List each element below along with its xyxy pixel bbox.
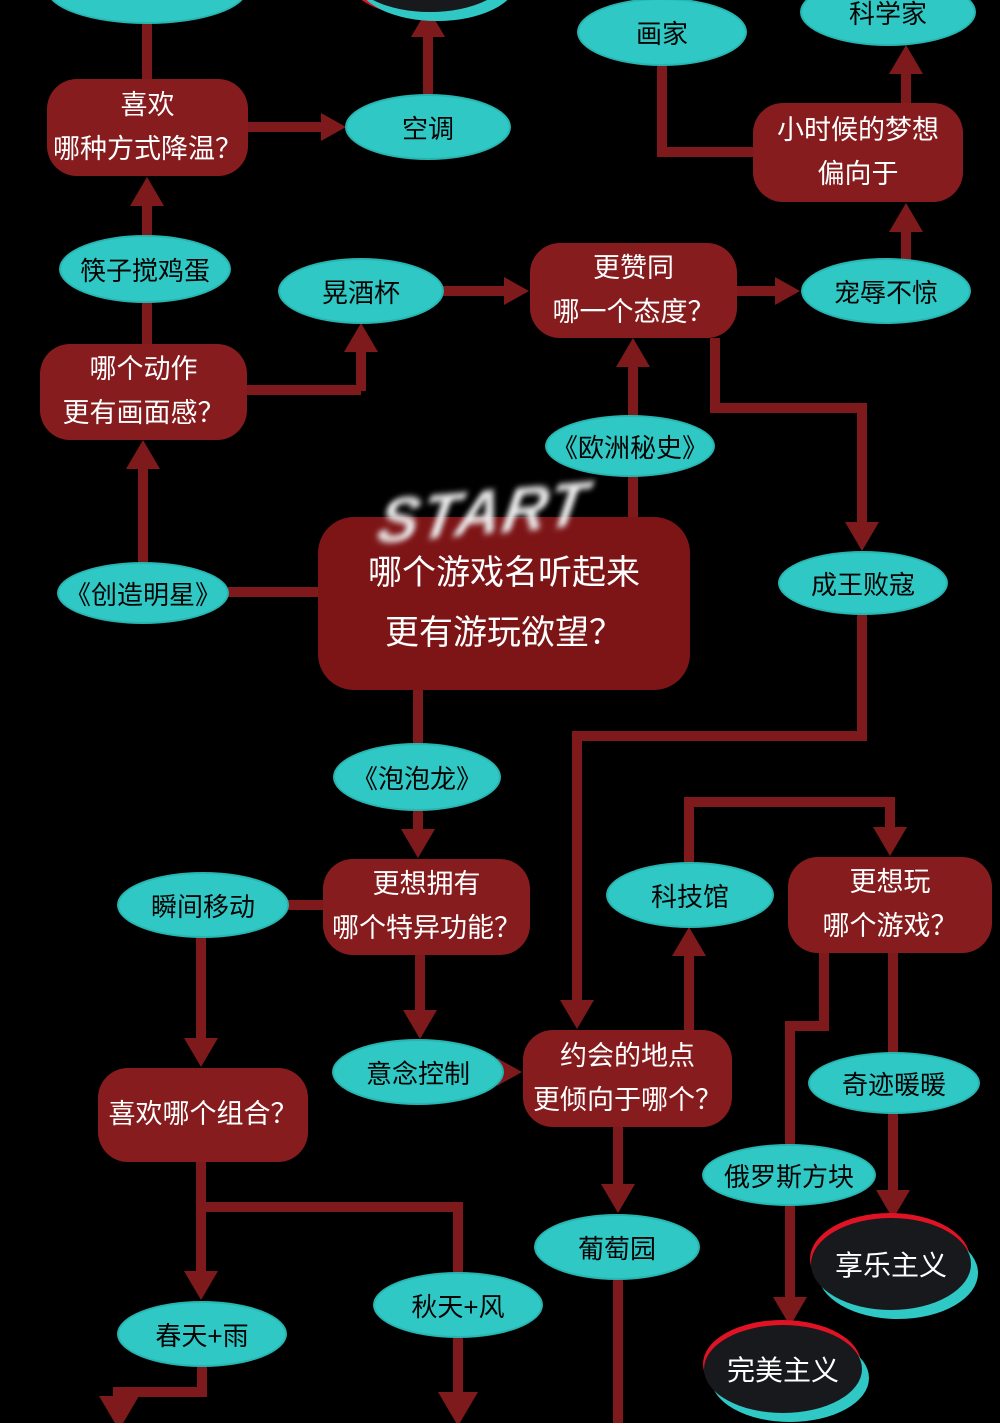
connector-line <box>628 364 638 420</box>
connector-line <box>138 464 148 565</box>
answer-teleport: 瞬间移动 <box>117 872 289 938</box>
connector-line <box>247 385 361 395</box>
connector-line <box>415 953 425 1013</box>
arrowhead-down <box>601 1184 635 1213</box>
question-cooling-method: 喜欢 哪种方式降温？ <box>47 79 248 176</box>
answer-bubble-bobble: 《泡泡龙》 <box>333 743 501 811</box>
answer-create-star: 《创造明星》 <box>57 562 229 624</box>
answer-winner-takes-all: 成王败寇 <box>778 551 948 615</box>
answer-top-cut <box>47 0 247 24</box>
connector-line <box>113 1387 207 1397</box>
arrowhead-up <box>672 927 706 956</box>
question-which-action: 哪个动作 更有画面感？ <box>40 344 247 440</box>
connector-line <box>737 286 779 296</box>
answer-miracle-nikki: 奇迹暖暖 <box>808 1052 980 1114</box>
arrowhead-right <box>321 113 346 141</box>
connector-line <box>196 1160 206 1274</box>
connector-line <box>684 953 694 1030</box>
connector-line <box>684 797 895 807</box>
arrowhead-up <box>130 177 164 206</box>
arrowhead-down <box>184 1271 218 1300</box>
connector-line <box>885 797 895 830</box>
arrowhead-down <box>438 1392 478 1423</box>
arrowhead-down <box>184 1038 218 1067</box>
arrowhead-up <box>889 203 923 232</box>
question-which-attitude: 更赞同 哪一个态度？ <box>530 243 737 338</box>
connector-line <box>423 32 433 96</box>
connector-line <box>710 338 720 413</box>
question-which-combo: 喜欢哪个组合？ <box>98 1068 308 1162</box>
connector-line <box>901 71 911 105</box>
connector-line <box>197 1365 207 1395</box>
connector-line <box>288 900 323 910</box>
question-childhood-dream: 小时候的梦想 偏向于 <box>753 103 963 202</box>
question-super-power: 更想拥有 哪个特异功能？ <box>323 859 530 955</box>
connector-line <box>196 935 206 1041</box>
arrowhead-down <box>560 1000 594 1029</box>
result-label: 完美主义 <box>704 1325 862 1413</box>
answer-air-conditioner: 空调 <box>345 94 511 160</box>
answer-autumn-wind: 秋天+风 <box>373 1272 543 1338</box>
arrowhead-right <box>504 277 529 305</box>
arrowhead-up <box>344 323 378 352</box>
answer-vineyard: 葡萄园 <box>534 1214 700 1280</box>
connector-line <box>443 286 509 296</box>
connector-line <box>572 731 582 1004</box>
arrowhead-down <box>401 829 435 858</box>
answer-painter: 画家 <box>577 0 747 66</box>
arrowhead-down <box>873 827 907 856</box>
connector-line <box>819 951 829 1026</box>
connector-line <box>857 612 867 736</box>
connector-line <box>356 349 366 391</box>
answer-tetris: 俄罗斯方块 <box>702 1144 876 1206</box>
connector-line <box>901 229 911 263</box>
connector-line <box>657 147 757 157</box>
answer-scientist: 科学家 <box>800 0 976 46</box>
answer-mind-control: 意念控制 <box>332 1039 504 1105</box>
answer-spring-rain: 春天+雨 <box>117 1301 287 1367</box>
connector-line <box>196 1202 463 1212</box>
question-which-game: 更想玩 哪个游戏？ <box>788 857 992 953</box>
connector-line <box>857 403 867 526</box>
connector-line <box>228 587 318 597</box>
connector-line <box>628 467 638 519</box>
arrowhead-right <box>775 277 800 305</box>
connector-line <box>710 403 867 413</box>
connector-line <box>248 122 326 132</box>
question-game-name-start: 哪个游戏名听起来 更有游玩欲望？ <box>318 517 690 690</box>
connector-line <box>613 1125 623 1187</box>
answer-unperturbed: 宠辱不惊 <box>801 258 971 324</box>
arrowhead-down <box>845 522 879 551</box>
connector-line <box>572 731 867 741</box>
result-hedonism: 享乐主义 <box>810 1213 978 1319</box>
answer-europe-secret-history: 《欧洲秘史》 <box>545 415 715 477</box>
connector-line <box>684 797 694 867</box>
answer-science-museum: 科技馆 <box>606 862 774 928</box>
question-date-place: 约会的地点 更倾向于哪个？ <box>523 1030 732 1127</box>
arrowhead-up <box>126 440 160 469</box>
arrowhead-up <box>616 338 650 367</box>
connector-line <box>142 12 152 82</box>
answer-swirl-wine: 晃酒杯 <box>278 258 444 324</box>
arrowhead-down <box>403 1010 437 1039</box>
connector-line <box>785 1021 829 1031</box>
connector-line <box>657 0 667 152</box>
arrowhead-up <box>889 45 923 74</box>
arrowhead-down <box>99 1396 139 1423</box>
connector-line <box>613 1278 623 1423</box>
result-top-hidden <box>347 0 517 21</box>
result-perfectionism: 完美主义 <box>703 1320 869 1422</box>
answer-chopsticks-egg: 筷子搅鸡蛋 <box>59 235 231 303</box>
result-label: 享乐主义 <box>811 1218 971 1310</box>
